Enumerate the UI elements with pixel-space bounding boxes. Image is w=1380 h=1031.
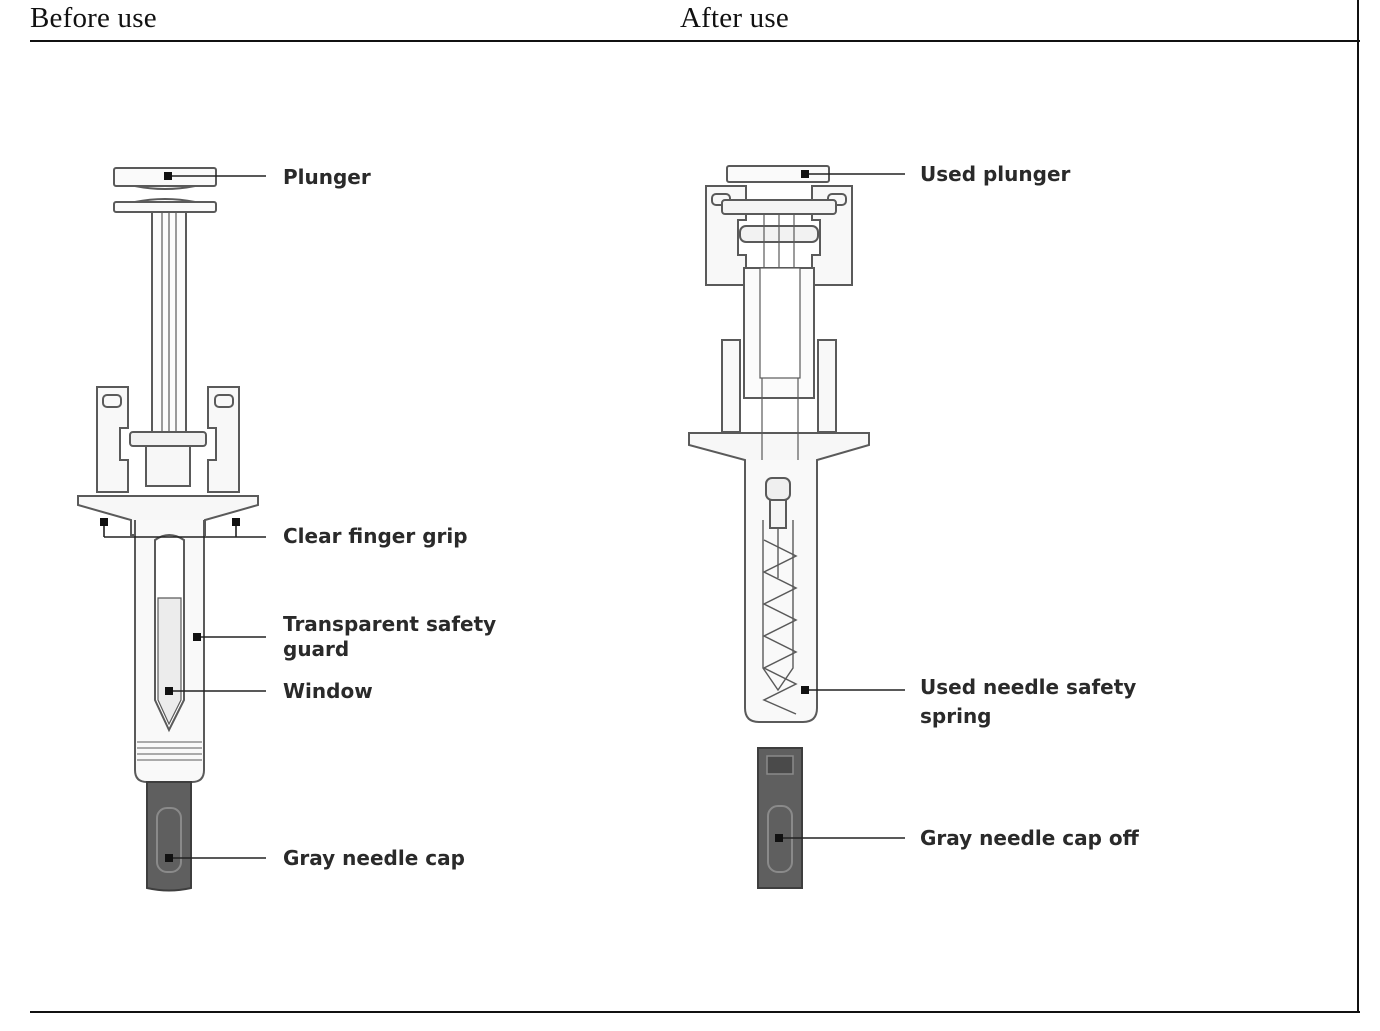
right-clip bbox=[207, 386, 240, 493]
header-rule bbox=[30, 40, 1360, 42]
safety-spring bbox=[762, 539, 798, 715]
label-plunger: Plunger bbox=[283, 165, 371, 189]
label-safety-guard-line1: Transparent safety bbox=[283, 612, 497, 636]
before-use-header: Before use bbox=[30, 2, 157, 34]
label-used-plunger: Used plunger bbox=[920, 162, 1071, 186]
left-clip bbox=[96, 386, 129, 493]
bottom-rule bbox=[30, 1011, 1360, 1013]
right-border bbox=[1357, 0, 1359, 1013]
label-gray-needle-cap: Gray needle cap bbox=[283, 846, 465, 870]
label-spring-line2: spring bbox=[920, 704, 992, 728]
label-gray-needle-cap-off: Gray needle cap off bbox=[920, 826, 1139, 850]
label-safety-guard-line2: guard bbox=[283, 637, 350, 661]
label-spring-line1: Used needle safety bbox=[920, 675, 1137, 699]
label-clear-finger-grip: Clear finger grip bbox=[283, 524, 468, 548]
after-use-header: After use bbox=[680, 2, 789, 34]
label-window: Window bbox=[283, 679, 373, 703]
